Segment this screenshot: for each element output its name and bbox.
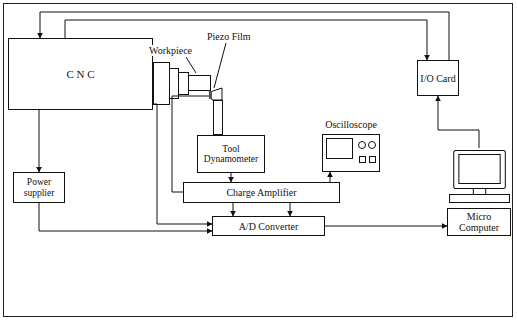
box-label: Micro Computer: [447, 208, 511, 236]
signal-connector: [233, 203, 234, 216]
signal-connector: [330, 172, 331, 182]
process-box: C N C: [8, 38, 153, 110]
process-box: I/O Card: [417, 60, 459, 96]
process-box: Power supplier: [13, 172, 65, 203]
tool-shank: [214, 101, 223, 135]
device-label: Oscilloscope: [323, 118, 379, 131]
workpiece: [189, 76, 211, 91]
leader-line: [186, 57, 196, 73]
process-box: A/D Converter: [212, 216, 325, 236]
spindle: [154, 63, 189, 105]
box-label: I/O Card: [418, 72, 457, 85]
process-box: Charge Amplifier: [183, 182, 340, 203]
signal-connector: [39, 203, 212, 231]
frame: [4, 4, 513, 317]
box-label: Charge Amplifier: [224, 186, 298, 199]
cutting-tool: [210, 88, 222, 100]
piezo-film: [209, 91, 212, 99]
part-label: Workpiece: [148, 45, 193, 56]
box-label: C N C: [64, 67, 96, 81]
box-label: A/D Converter: [237, 220, 301, 233]
signal-connector: [231, 173, 232, 182]
signal-connector: [325, 226, 447, 227]
signal-connector: [438, 96, 479, 148]
box-label: Tool Dynamometer: [198, 143, 264, 166]
box-label: Power supplier: [14, 176, 64, 199]
computer-node: Micro Computer: [447, 148, 511, 236]
signal-connector: [290, 203, 291, 216]
process-box: Tool Dynamometer: [197, 135, 265, 173]
signal-connector: [39, 110, 40, 172]
part-label: Piezo Film: [206, 31, 252, 42]
leader-line: [214, 43, 226, 88]
scope-node: Oscilloscope: [318, 118, 384, 172]
